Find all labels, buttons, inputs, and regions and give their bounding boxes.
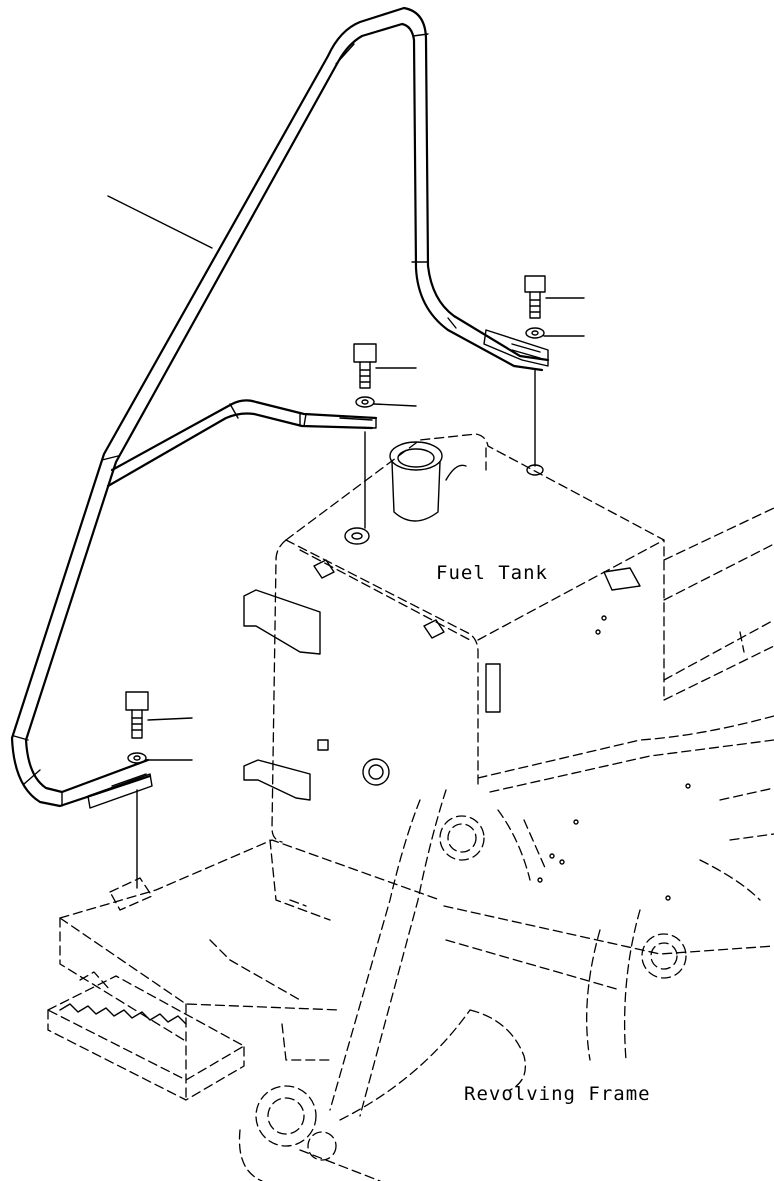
washer-left bbox=[127, 752, 193, 764]
fuel-tank-label: Fuel Tank bbox=[436, 562, 548, 584]
revolving-frame-label: Revolving Frame bbox=[464, 1083, 651, 1105]
washer-center bbox=[355, 396, 417, 408]
bolt-center bbox=[353, 343, 417, 389]
bolt-left bbox=[125, 691, 193, 739]
bolt-right bbox=[524, 275, 585, 319]
washer-right bbox=[525, 327, 585, 339]
handrail bbox=[10, 6, 550, 809]
revolving-frame bbox=[47, 507, 774, 1181]
fuel-tank bbox=[243, 433, 665, 843]
